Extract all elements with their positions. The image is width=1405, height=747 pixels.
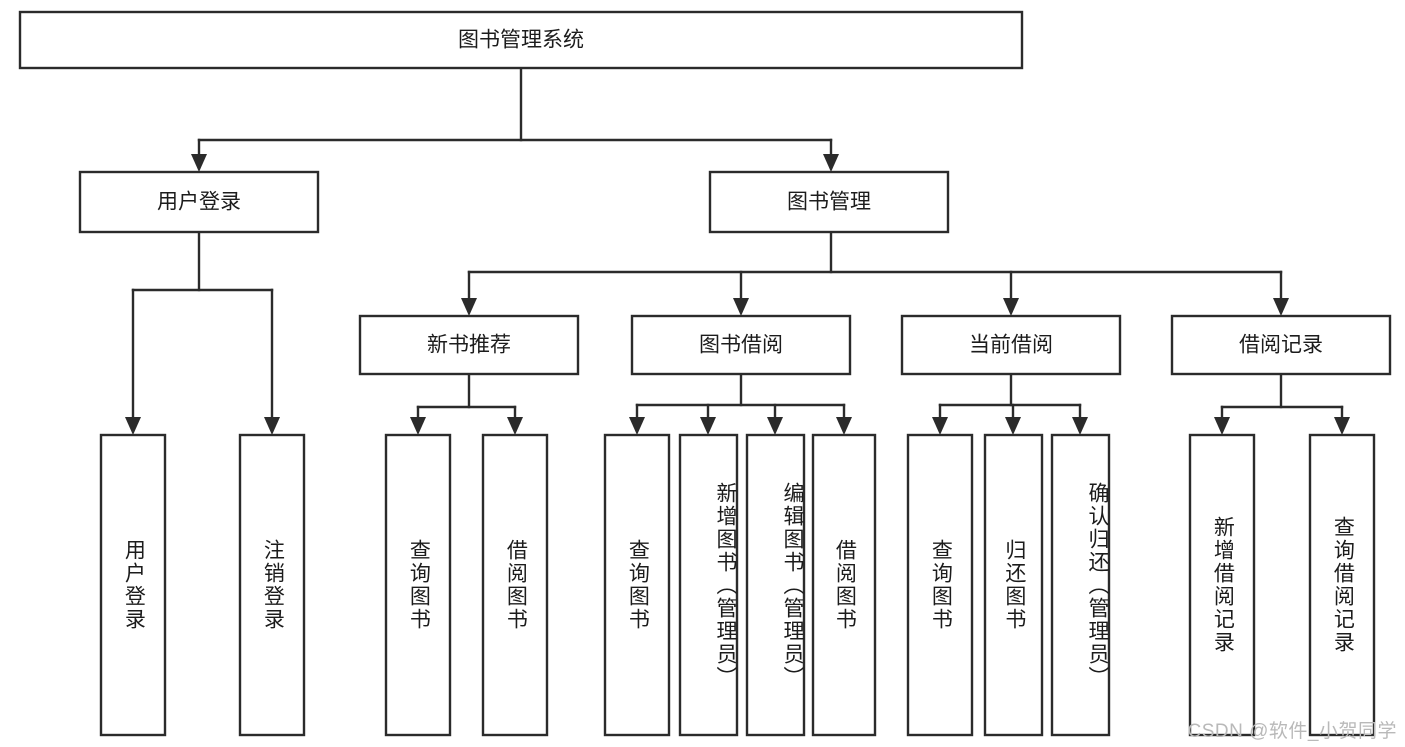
leaf-box-confirm-return[interactable]: [1050, 433, 1111, 737]
connector-book-manage-to-level3: [461, 230, 1289, 316]
leaf-box-borrow-book-1[interactable]: [481, 433, 549, 737]
leaf-box-query-book-2[interactable]: [603, 433, 671, 737]
leaf-box-add-book[interactable]: [678, 433, 739, 737]
leaf-box-edit-book[interactable]: [745, 433, 806, 737]
node-user-login[interactable]: 用户登录: [78, 170, 320, 234]
node-book-manage[interactable]: 图书管理: [708, 170, 950, 234]
arrow-to-new-book-rec: [461, 298, 477, 316]
arrow-to-leaf-user-login: [125, 417, 141, 435]
leaf-box-borrow-book-2[interactable]: [811, 433, 877, 737]
leaf-box-query-book-3[interactable]: [906, 433, 974, 737]
arrow-to-user-login: [191, 154, 207, 172]
node-current-borrow-label: 当前借阅: [969, 334, 1053, 357]
node-current-borrow[interactable]: 当前借阅: [900, 314, 1122, 376]
node-root[interactable]: 图书管理系统: [18, 10, 1024, 70]
leaf-boxes: [99, 433, 1376, 737]
node-book-borrow-label: 图书借阅: [699, 334, 783, 357]
arrow-to-leaf-borrow-book-1: [507, 417, 523, 435]
arrow-to-leaf-query-book-1: [410, 417, 426, 435]
arrow-to-book-borrow: [733, 298, 749, 316]
arrow-to-leaf-add-book: [700, 417, 716, 435]
node-new-book-rec-label: 新书推荐: [427, 334, 511, 357]
leaf-box-query-record[interactable]: [1308, 433, 1376, 737]
arrow-to-leaf-confirm-return: [1072, 417, 1088, 435]
leaf-box-query-book-1[interactable]: [384, 433, 452, 737]
leaf-box-return-book[interactable]: [983, 433, 1044, 737]
node-book-borrow[interactable]: 图书借阅: [630, 314, 852, 376]
arrow-to-leaf-add-record: [1214, 417, 1230, 435]
connector-book-borrow-to-leaves: [629, 372, 852, 435]
leaf-box-add-record[interactable]: [1188, 433, 1256, 737]
arrow-to-leaf-query-book-3: [932, 417, 948, 435]
node-book-manage-label: 图书管理: [787, 191, 871, 214]
arrow-to-leaf-user-logout: [264, 417, 280, 435]
leaf-box-user-login[interactable]: [99, 433, 167, 737]
connector-current-borrow-to-leaves: [932, 372, 1088, 435]
arrow-to-leaf-edit-book: [767, 417, 783, 435]
leaf-box-user-logout[interactable]: [238, 433, 306, 737]
arrow-to-leaf-query-record: [1334, 417, 1350, 435]
watermark-text: CSDN @软件_小贺同学: [1187, 721, 1397, 742]
connector-new-book-rec-to-leaves: [410, 372, 523, 435]
connector-root-to-level2: [191, 66, 839, 172]
node-user-login-label: 用户登录: [157, 191, 241, 214]
arrow-to-current-borrow: [1003, 298, 1019, 316]
arrow-to-leaf-return-book: [1005, 417, 1021, 435]
node-borrow-record[interactable]: 借阅记录: [1170, 314, 1392, 376]
connector-user-login-to-leaves: [125, 230, 280, 435]
node-new-book-rec[interactable]: 新书推荐: [358, 314, 580, 376]
arrow-to-borrow-record: [1273, 298, 1289, 316]
arrow-to-book-manage: [823, 154, 839, 172]
node-root-label: 图书管理系统: [458, 29, 584, 52]
arrow-to-leaf-query-book-2: [629, 417, 645, 435]
arrow-to-leaf-borrow-book-2: [836, 417, 852, 435]
connector-borrow-record-to-leaves: [1214, 372, 1350, 435]
node-borrow-record-label: 借阅记录: [1239, 334, 1323, 357]
